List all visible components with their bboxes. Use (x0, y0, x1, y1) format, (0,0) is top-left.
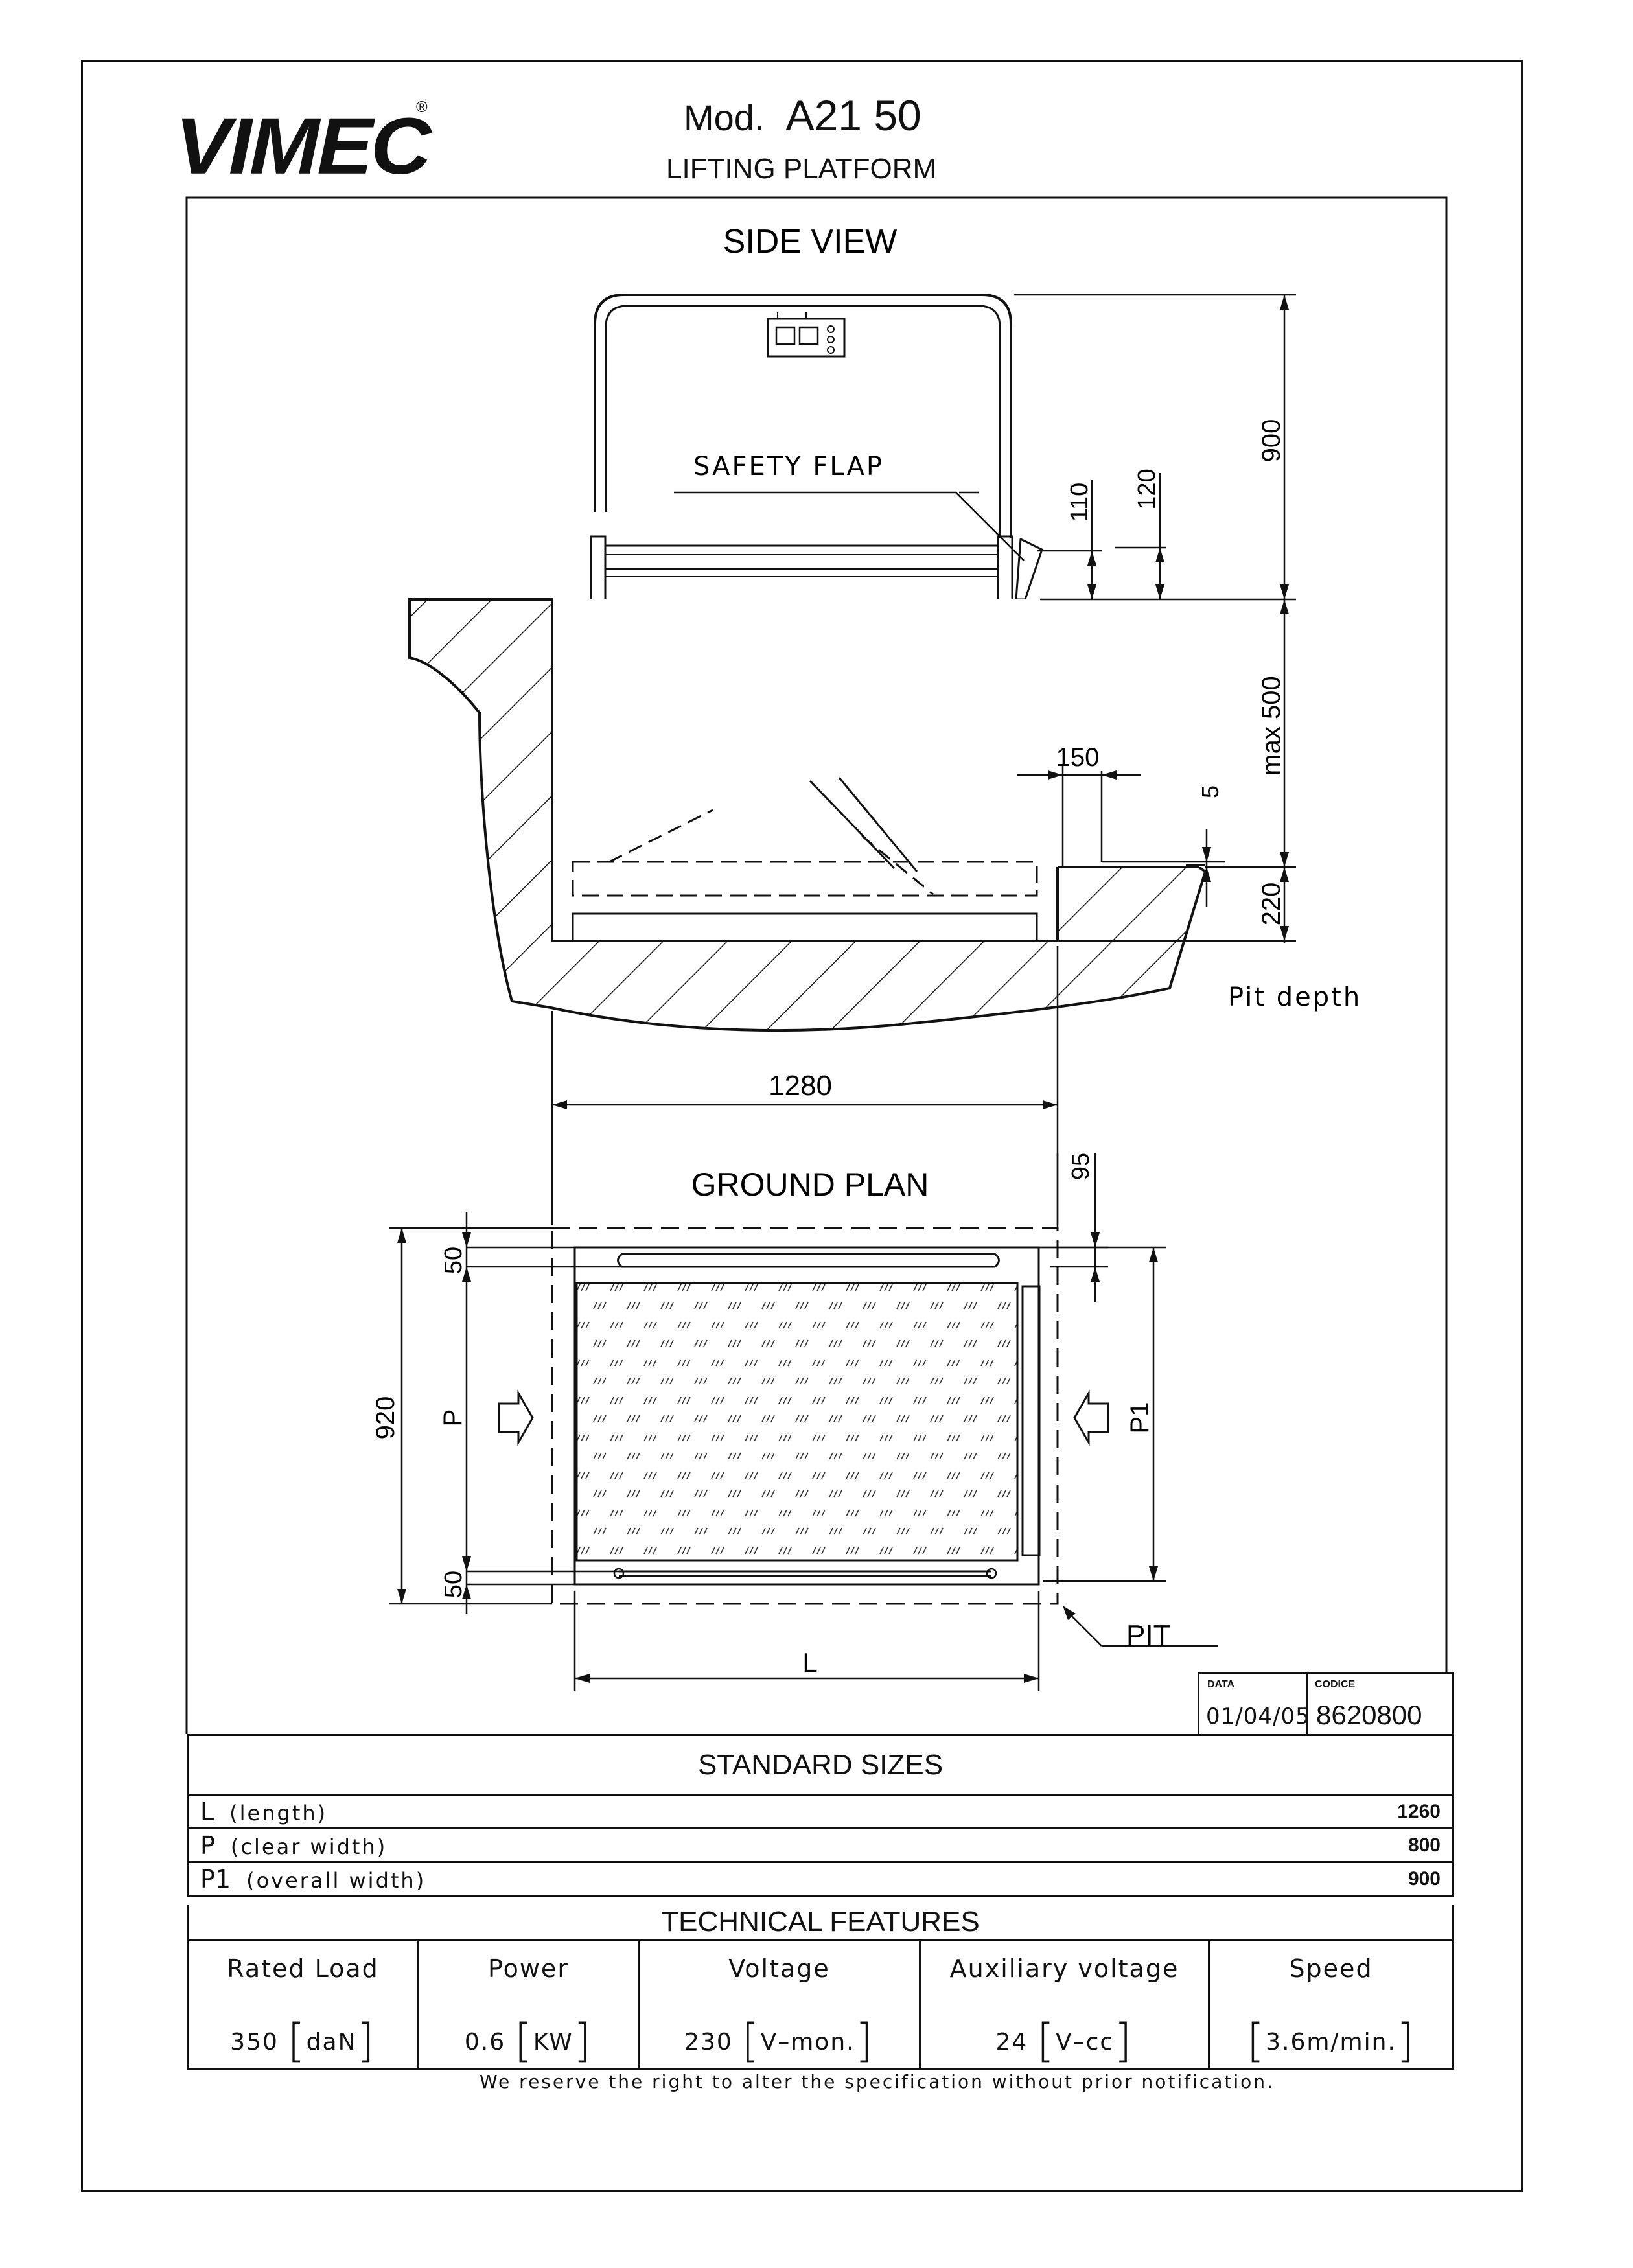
feature-label: Rated Load (227, 1954, 379, 1983)
size-desc: (clear width) (230, 1834, 388, 1859)
table-row: P (clear width) 800 (187, 1827, 1454, 1863)
feature-label: Auxiliary voltage (949, 1954, 1179, 1983)
feature-value: 24 (995, 2029, 1028, 2055)
size-value: 900 (1323, 1861, 1454, 1897)
code-label: CODICE (1315, 1679, 1356, 1690)
side-rail (1021, 1285, 1041, 1556)
feature-unit: V–mon. (760, 2029, 855, 2055)
side-view-dimensions (551, 294, 1296, 1225)
dim-150: 150 (1056, 743, 1100, 772)
size-value: 800 (1323, 1827, 1454, 1863)
logo-wordmark: VIMEC (175, 100, 432, 191)
dim-95: 95 (1067, 1153, 1094, 1180)
model-number: A21 50 (785, 91, 921, 139)
model-title: Mod. A21 50 (684, 91, 921, 140)
feature-auxiliary-voltage: Auxiliary voltage 24 [V–cc] (919, 1939, 1210, 2070)
dim-1280: 1280 (769, 1070, 832, 1102)
deck-surface (575, 1282, 1019, 1562)
standard-sizes-title: STANDARD SIZES (187, 1734, 1454, 1796)
drawing-frame (81, 60, 1523, 2192)
size-symbol: P (200, 1831, 215, 1860)
control-box-icon (767, 312, 846, 358)
feature-value: 230 (684, 2029, 733, 2055)
date-value: 01/04/05 (1206, 1704, 1310, 1730)
label-p1: P1 (1126, 1402, 1154, 1434)
feature-value: 350 (230, 2029, 279, 2055)
technical-features-table: Rated Load 350 [daN] Power 0.6 [KW] Volt… (187, 1939, 1454, 2070)
pit-depth-label: Pit depth (1228, 982, 1361, 1012)
feature-voltage: Voltage 230 [V–mon.] (638, 1939, 921, 2070)
dimension-arrows (552, 295, 1289, 1109)
pit-outline (551, 1227, 1059, 1605)
feature-unit: 3.6m/min. (1266, 2029, 1396, 2055)
drawing-info-box: DATA 01/04/05 CODICE 8620800 (1198, 1672, 1454, 1736)
document-subtitle: LIFTING PLATFORM (666, 153, 937, 185)
dim-110: 110 (1066, 483, 1093, 522)
size-desc: (overall width) (246, 1868, 426, 1893)
feature-label: Power (488, 1954, 569, 1983)
dim-120: 120 (1133, 469, 1161, 509)
dim-5: 5 (1197, 785, 1223, 798)
feature-value: 0.6 (464, 2029, 506, 2055)
vimec-logo: VIMEC ® (175, 98, 432, 191)
table-row: P1 (overall width) 900 (187, 1861, 1454, 1897)
dim-max500: max 500 (1257, 676, 1286, 775)
dim-900: 900 (1257, 419, 1286, 463)
date-label: DATA (1207, 1679, 1235, 1690)
dim-220: 220 (1257, 883, 1286, 926)
feature-power: Power 0.6 [KW] (417, 1939, 640, 2070)
rail-post-left (590, 535, 607, 603)
dim-50-bottom: 50 (440, 1571, 467, 1598)
label-p: P (439, 1409, 467, 1427)
ground-section (408, 598, 1207, 1032)
ground-plan-dimensions (389, 1153, 1218, 1691)
side-view-title: SIDE VIEW (723, 223, 898, 260)
entry-arrow-right-icon (1073, 1389, 1109, 1446)
feature-label: Speed (1289, 1954, 1373, 1983)
model-prefix: Mod. (684, 97, 765, 138)
feature-unit: V–cc (1056, 2029, 1115, 2055)
safety-flap (1015, 537, 1043, 601)
feature-speed: Speed [3.6m/min.] (1208, 1939, 1454, 2070)
size-symbol: L (200, 1797, 214, 1826)
registered-mark: ® (416, 98, 428, 116)
entry-arrow-left-icon (498, 1389, 534, 1446)
table-row: L (length) 1260 (187, 1794, 1454, 1829)
handrail (594, 294, 1012, 538)
label-l: L (802, 1647, 817, 1678)
ground-plan-title: GROUND PLAN (691, 1166, 929, 1203)
label-pit: PIT (1126, 1619, 1170, 1651)
handrail-inner (605, 305, 1001, 538)
size-value: 1260 (1323, 1794, 1454, 1829)
standard-sizes-table: STANDARD SIZES L (length) 1260 P (clear wi… (187, 1734, 1454, 1897)
date-cell: DATA 01/04/05 (1199, 1674, 1310, 1736)
inner-border (185, 196, 1448, 1734)
feature-unit: KW (533, 2029, 573, 2055)
feature-label: Voltage (728, 1954, 830, 1983)
size-symbol: P1 (200, 1864, 231, 1893)
top-handrail (617, 1253, 1000, 1268)
footnote: We reserve the right to alter the specif… (480, 2071, 1275, 2092)
dim-50-top: 50 (440, 1247, 467, 1274)
safety-flap-label: SAFETY FLAP (693, 452, 884, 481)
size-desc: (length) (229, 1800, 328, 1825)
feature-unit: daN (306, 2029, 357, 2055)
feature-rated-load: Rated Load 350 [daN] (187, 1939, 419, 2070)
dim-920: 920 (371, 1396, 400, 1440)
code-value: 8620800 (1316, 1700, 1422, 1730)
technical-features-title: TECHNICAL FEATURES (187, 1905, 1454, 1939)
